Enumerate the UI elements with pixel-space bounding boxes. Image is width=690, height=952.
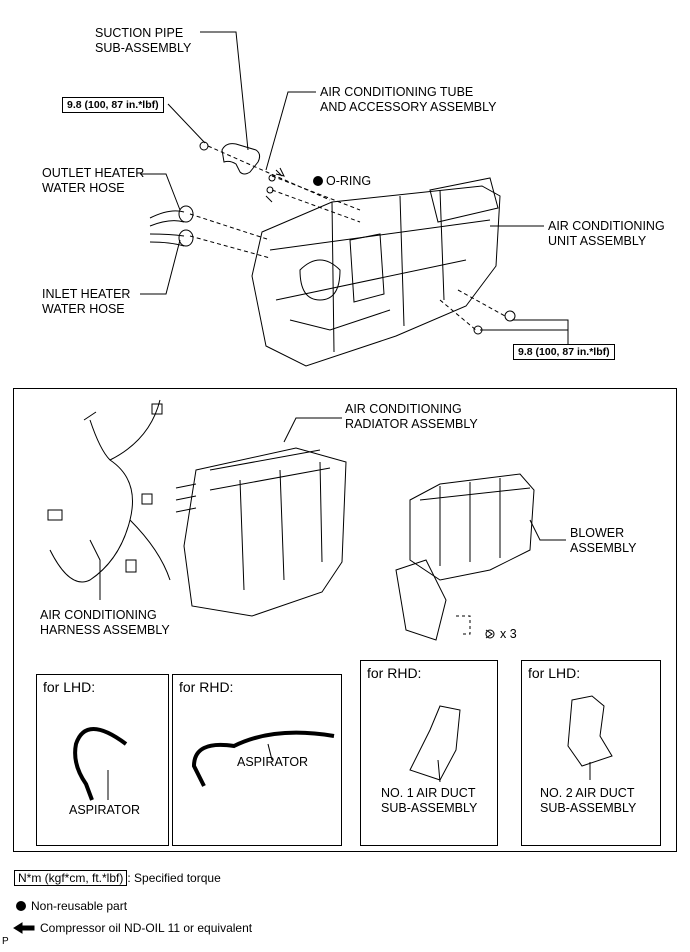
blower-leader — [529, 519, 566, 541]
lhd-aspirator-label: ASPIRATOR — [69, 803, 141, 817]
torque-spec-top: 9.8 (100, 87 in.*lbf) — [62, 97, 164, 113]
ac-unit-drawing — [251, 177, 516, 367]
oil-arrow-icon — [13, 922, 35, 934]
legend-torque-text: : Specified torque — [127, 871, 221, 885]
o-ring-dot-icon — [313, 176, 323, 186]
component-panel — [13, 388, 677, 852]
nonreusable-dot-icon — [16, 901, 26, 911]
ac-tube-leader — [265, 91, 316, 171]
lhd-aspirator-header: for LHD: — [43, 679, 96, 695]
torque-bottom-leader — [512, 319, 569, 350]
torque-spec-bottom: 9.8 (100, 87 in.*lbf) — [513, 344, 615, 360]
rhd-aspirator-header: for RHD: — [179, 679, 234, 695]
suction-pipe-leader — [200, 31, 249, 151]
legend-oil: Compressor oil ND-OIL 11 or equivalent — [40, 921, 253, 935]
legend-nonreusable: Non-reusable part — [31, 899, 128, 913]
radiator-leader — [283, 417, 342, 443]
rhd-aspirator-label: ASPIRATOR — [237, 755, 309, 769]
corner-mark: P — [2, 936, 9, 947]
rhd-aspirator-box: for RHD: ASPIRATOR — [172, 674, 342, 846]
torque-top-leader — [167, 103, 206, 144]
outlet-hose — [149, 210, 185, 227]
lhd-aspirator-drawing — [73, 727, 128, 801]
inlet-hose-leader — [140, 239, 181, 295]
outlet-hose-leader — [140, 173, 181, 211]
blower-drawing — [395, 473, 535, 641]
no2-duct-drawing — [567, 695, 613, 767]
suction-pipe — [221, 143, 261, 175]
radiator-drawing — [175, 447, 347, 617]
o-ring-label: O-RING — [326, 174, 372, 188]
bolt-count-label: x 3 — [500, 627, 517, 641]
inlet-hose — [149, 233, 185, 247]
legend-torque: N*m (kgf*cm, ft.*lbf): Specified torque — [14, 870, 221, 886]
harness-drawing — [47, 399, 171, 583]
legend-torque-unit: N*m (kgf*cm, ft.*lbf) — [14, 870, 128, 886]
lhd-aspirator-box: for LHD: ASPIRATOR — [36, 674, 169, 846]
rhd-duct-header: for RHD: — [367, 665, 422, 681]
harness-leader — [89, 539, 101, 600]
rhd-aspirator-drawing — [191, 730, 335, 787]
lhd-duct-header: for LHD: — [528, 665, 581, 681]
